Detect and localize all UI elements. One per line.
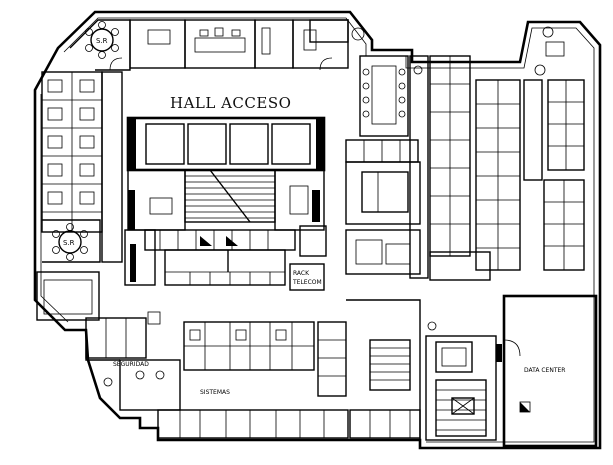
central-rooms [345, 55, 429, 279]
data-center-room: DATA CENTER [502, 294, 598, 448]
rack-label-line1: RACK [293, 270, 310, 277]
core-area: HALL ACCESO [124, 94, 326, 286]
sistemas-area: SISTEMAS [157, 321, 421, 439]
seguridad-label: SEGURIDAD [113, 361, 149, 368]
sr-left-room: S.R [42, 219, 101, 263]
lower-left-bay [36, 271, 100, 321]
rack-label-line2: TELECOM [292, 279, 322, 286]
right-workstations [413, 26, 585, 281]
rack-telecom-room: RACK TELECOM [289, 225, 327, 291]
sr-left-label: S.R [63, 239, 75, 247]
sr-top-label: S.R [96, 37, 108, 45]
left-workstations [41, 71, 123, 263]
lower-offices: SEGURIDAD [85, 311, 181, 411]
sistemas-label: SISTEMAS [200, 389, 230, 396]
lower-core [346, 299, 502, 441]
top-offices [109, 19, 365, 71]
hall-acceso-label: HALL ACCESO [170, 94, 291, 112]
data-center-label: DATA CENTER [524, 367, 565, 374]
